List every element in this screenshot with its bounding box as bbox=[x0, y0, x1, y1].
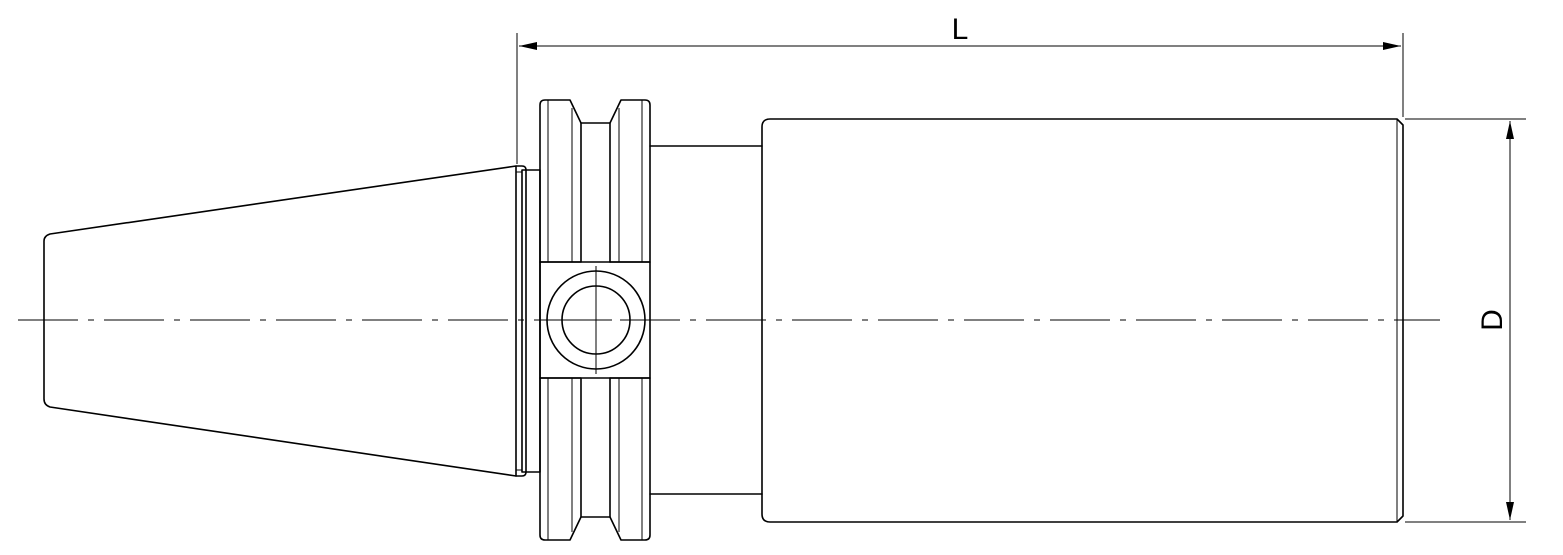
neck bbox=[649, 145, 763, 495]
body-cylinder bbox=[761, 118, 1404, 523]
v-flange-lower bbox=[539, 377, 651, 541]
dimension-diameter: D bbox=[1405, 118, 1526, 523]
v-flange-upper bbox=[539, 99, 651, 263]
dimension-length: L bbox=[516, 13, 1404, 164]
taper-shank bbox=[43, 165, 522, 477]
diameter-label: D bbox=[1476, 309, 1509, 331]
length-label: L bbox=[952, 13, 969, 46]
flange-step bbox=[515, 165, 541, 477]
drive-key-hole bbox=[539, 261, 651, 379]
